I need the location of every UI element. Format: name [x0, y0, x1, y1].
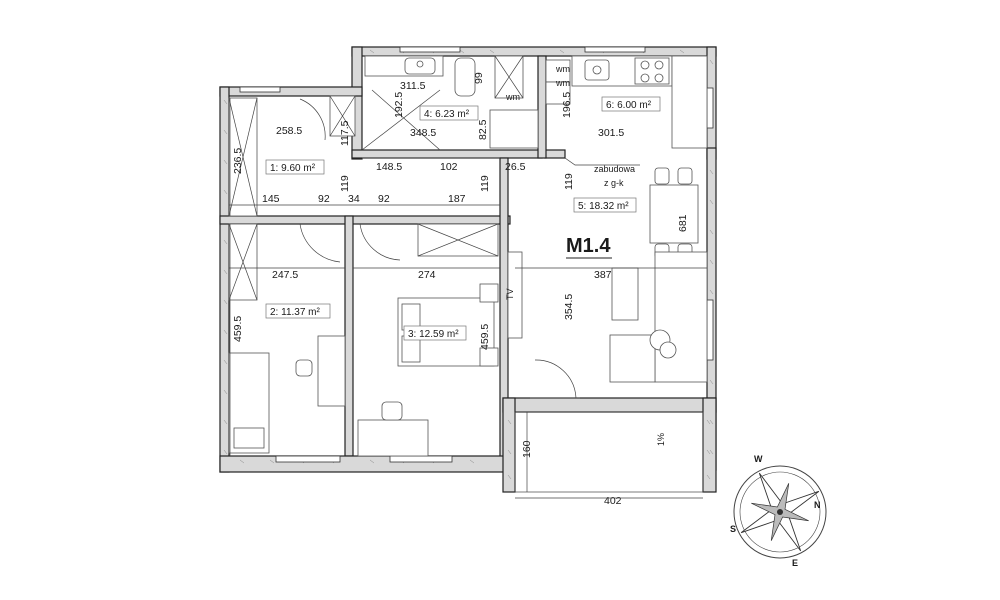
dim-301-5: 301.5 — [598, 127, 624, 139]
dim-354-5: 354.5 — [563, 294, 575, 320]
furniture — [228, 55, 708, 457]
dim-102: 102 — [440, 161, 458, 173]
zabudowa-label-line2: z g-k — [604, 178, 624, 188]
windows — [239, 46, 714, 463]
dim-348-5: 348.5 — [410, 127, 436, 139]
dim-187: 187 — [448, 193, 466, 205]
dim-459-5-a: 459.5 — [232, 316, 244, 342]
annotations: zabudowa z g-k TV wm wm wm — [505, 64, 635, 300]
dim-247-5: 247.5 — [272, 269, 298, 281]
dim-459-5-b: 459.5 — [479, 324, 491, 350]
dim-92-a: 92 — [318, 193, 330, 205]
room-label-5: 5: 18.32 m² — [578, 201, 629, 212]
room-label-2: 2: 11.37 m² — [270, 307, 321, 318]
dining-table — [649, 184, 699, 244]
dim-99: 99 — [473, 72, 485, 84]
dim-192-5: 192.5 — [393, 92, 405, 118]
dim-387: 387 — [594, 269, 612, 281]
compass-rose: N E S W — [730, 454, 827, 568]
zabudowa-label-line1: zabudowa — [594, 164, 635, 174]
dim-34: 34 — [348, 193, 360, 205]
slope-label: 1% — [656, 433, 666, 446]
unit-title: M1.4 — [566, 235, 611, 257]
dim-311-5: 311.5 — [400, 80, 426, 92]
compass-e: E — [792, 558, 798, 568]
dim-145: 145 — [262, 193, 280, 205]
dim-119-a: 119 — [339, 175, 351, 192]
dim-26-5: 26.5 — [505, 161, 526, 173]
dim-681: 681 — [677, 214, 689, 232]
dim-148-5: 148.5 — [376, 161, 402, 173]
dim-402: 402 — [604, 495, 622, 507]
dim-274: 274 — [418, 269, 436, 281]
dim-119-b: 119 — [479, 175, 491, 192]
wm-label-2: wm — [555, 78, 570, 88]
dim-119-c: 119 — [563, 173, 575, 190]
room-labels: 1: 9.60 m² 2: 11.37 m² 3: 12.59 m² 4: 6.… — [265, 96, 661, 341]
dim-92-b: 92 — [378, 193, 390, 205]
bathtub — [489, 109, 539, 149]
sofa — [654, 251, 708, 383]
wm-label-1: wm — [555, 64, 570, 74]
walls — [219, 46, 717, 493]
dim-236-5: 236.5 — [232, 148, 244, 174]
room-label-1: 1: 9.60 m² — [270, 163, 316, 174]
compass-w: W — [754, 454, 763, 464]
dimensions: 311.5 99 192.5 196.5 348.5 82.5 258.5 11… — [229, 72, 707, 507]
dim-117-5: 117.5 — [339, 120, 351, 146]
compass-n: N — [814, 500, 821, 510]
wm-label-3: wm — [505, 92, 520, 102]
room-label-4: 4: 6.23 m² — [424, 109, 470, 120]
room-label-3: 3: 12.59 m² — [408, 329, 459, 340]
dim-258-5: 258.5 — [276, 125, 302, 137]
dim-196-5: 196.5 — [561, 92, 573, 118]
dim-82-5: 82.5 — [477, 119, 489, 140]
compass-s: S — [730, 524, 736, 534]
room-label-6: 6: 6.00 m² — [606, 100, 652, 111]
tv-label: TV — [505, 288, 515, 300]
